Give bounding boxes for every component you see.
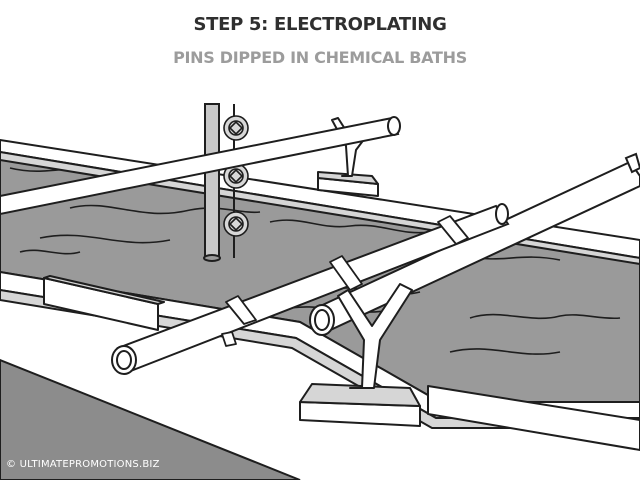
pin-badges [223,115,249,237]
rod-clips [221,215,469,347]
pin-badge [223,211,249,237]
front-support-stand [299,283,421,427]
floor [0,358,301,480]
pin-rack [203,103,235,262]
pin-badge [223,115,249,141]
bath-divider-right [427,385,640,451]
bath-divider-left [43,275,165,331]
rear-rod [0,116,401,216]
page-title: STEP 5: ELECTROPLATING [193,14,447,35]
page-subtitle: PINS DIPPED IN CHEMICAL BATHS [173,48,467,67]
copyright-credit: © ULTIMATEPROMOTIONS.BIZ [6,459,160,470]
middle-rod [111,203,510,375]
